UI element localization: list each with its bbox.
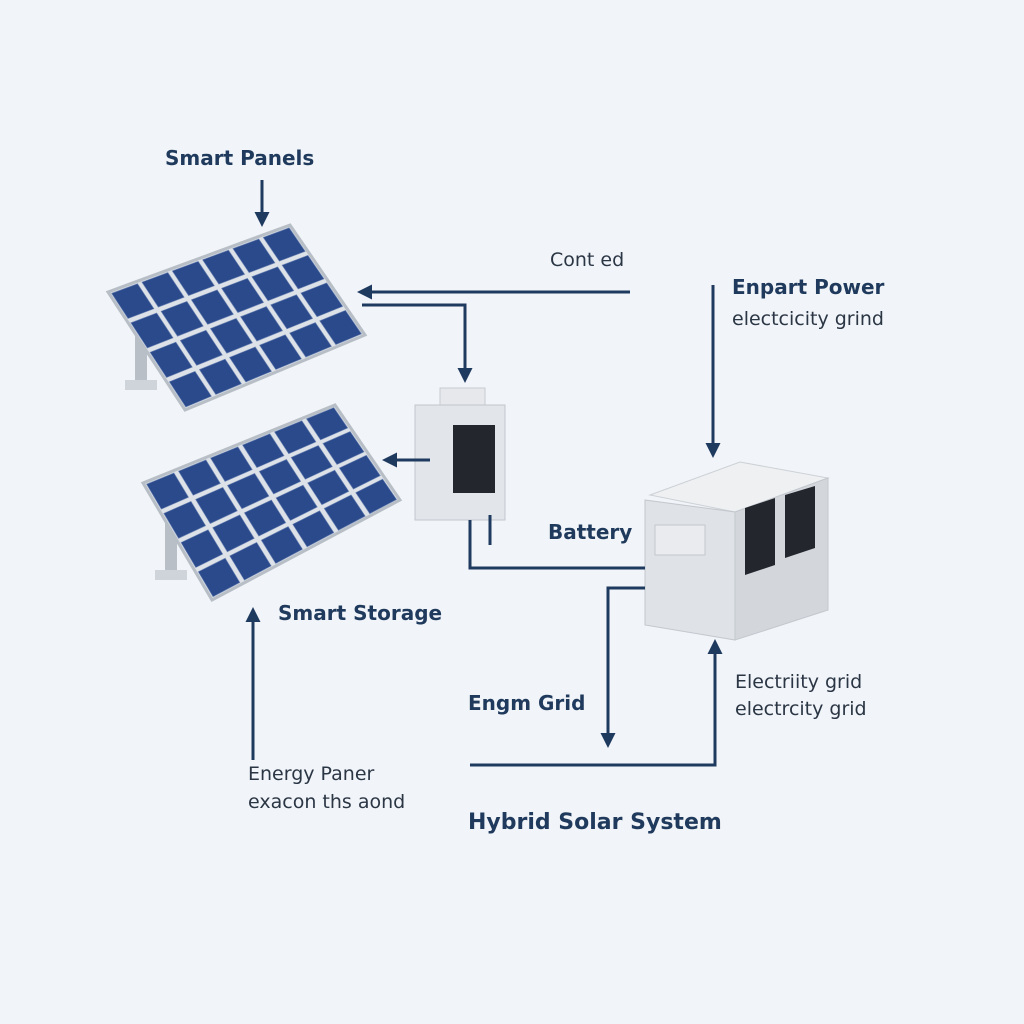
solar-cell (111, 283, 155, 319)
solar-panel-bottom (140, 403, 403, 602)
solar-cell (149, 341, 193, 378)
solar-cell (300, 282, 344, 318)
label-energy-line2: exacon ths aond (248, 791, 405, 813)
solar-cell (290, 445, 333, 480)
solar-cell (130, 312, 174, 349)
solar-cell (178, 459, 221, 496)
solar-cell (319, 309, 362, 345)
inverter-unit (414, 387, 506, 521)
solar-cell (141, 272, 185, 308)
solar-cell (355, 478, 398, 515)
solar-cell (251, 266, 295, 302)
arrow-to-inverter (362, 303, 473, 383)
solar-cell (242, 433, 285, 468)
label-battery: Battery (548, 520, 632, 544)
solar-cell (306, 407, 349, 441)
solar-cell (292, 510, 335, 548)
solar-cell (270, 294, 314, 330)
solar-cell (229, 346, 272, 383)
arrow-to-battery (470, 639, 723, 767)
solar-cell (221, 277, 265, 313)
solar-cell (229, 541, 272, 581)
solar-panel-top (105, 223, 368, 412)
solar-cell (232, 238, 276, 274)
solar-cell (281, 254, 325, 290)
solar-cell (146, 472, 189, 510)
solar-cell (243, 499, 287, 537)
solar-cell (163, 500, 207, 539)
arrow-engm-grid (600, 586, 645, 748)
label-enpart-power: Enpart Power (732, 275, 885, 299)
solar-cell (190, 289, 234, 325)
solar-cell (307, 469, 350, 506)
label-system-title: Hybrid Solar System (468, 810, 722, 835)
solar-cell (179, 329, 223, 366)
solar-cell (210, 446, 253, 482)
solar-cell (198, 358, 242, 395)
solar-cell (323, 494, 366, 531)
solar-cell (260, 526, 303, 564)
label-grid-line2: electrcity grid (735, 698, 867, 720)
solar-cell (338, 454, 381, 490)
label-grid-line1: Electriity grid (735, 671, 862, 693)
solar-cell (171, 260, 215, 296)
solar-cell (160, 301, 204, 337)
label-smart-panels: Smart Panels (165, 146, 314, 170)
solar-cell (168, 370, 212, 408)
solar-cell (202, 249, 246, 285)
solar-cell (212, 514, 255, 553)
solar-cell (180, 529, 224, 568)
solar-cell (197, 557, 241, 598)
solar-cell (274, 420, 317, 455)
label-smart-storage: Smart Storage (278, 601, 442, 625)
solar-cell (258, 459, 302, 495)
solar-cell (226, 473, 270, 510)
solar-cell (240, 306, 284, 342)
label-cont-ed: Cont ed (550, 249, 624, 271)
solar-cell (209, 318, 253, 354)
label-engm-grid: Engm Grid (468, 691, 585, 715)
battery-unit (644, 461, 830, 641)
solar-cell (275, 484, 318, 521)
solar-cell (262, 227, 306, 262)
label-energy-line1: Energy Paner (248, 763, 375, 785)
label-enpart-sub: electcicity grind (732, 308, 884, 330)
solar-cell (322, 431, 365, 465)
solar-cell (289, 322, 332, 358)
solar-cell (195, 487, 238, 524)
line-inverter-battery (468, 520, 645, 570)
solar-cell (259, 334, 302, 370)
